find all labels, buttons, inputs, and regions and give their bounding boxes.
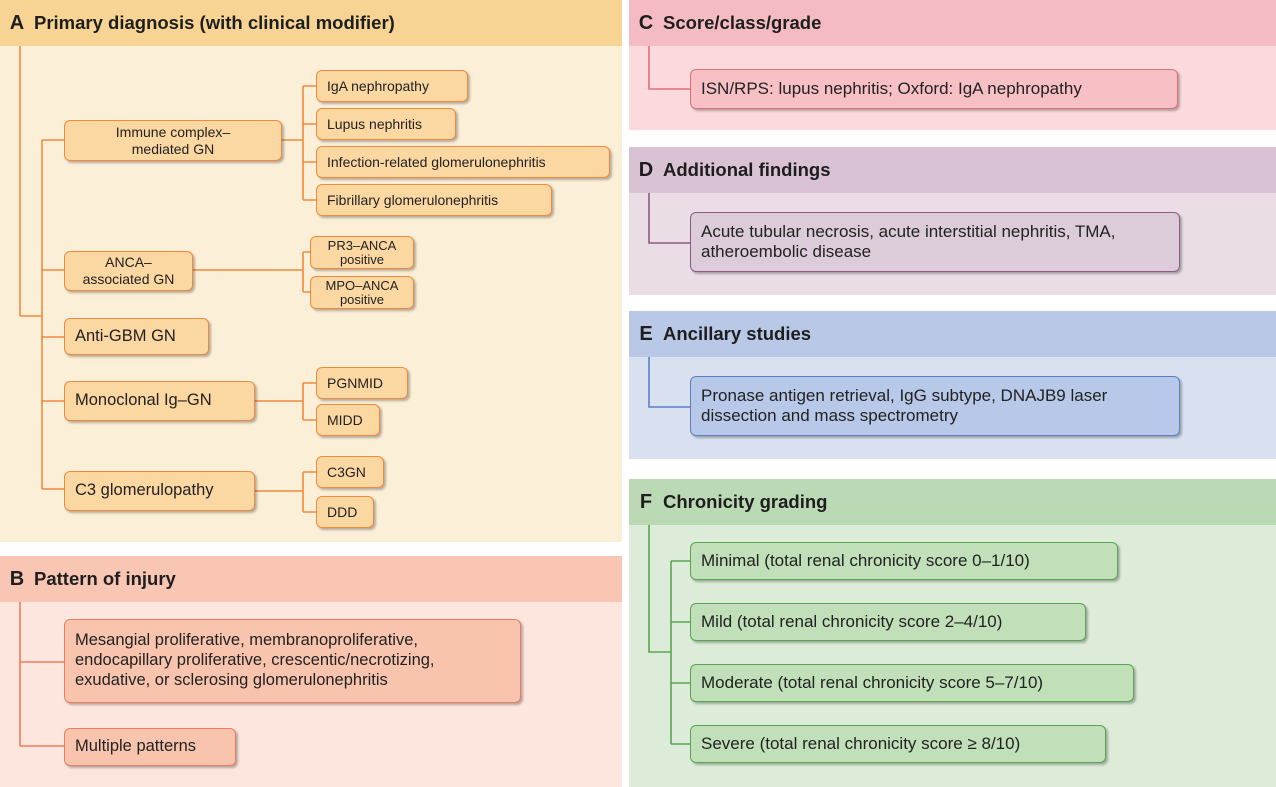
chronicity-moderate-label: Moderate (total renal chronicity score 5… — [701, 672, 1044, 692]
panel-b-letter: B — [9, 567, 25, 590]
chronicity-severe-box: Severe (total renal chronicity score ≥ 8… — [690, 725, 1106, 763]
midd-label: MIDD — [327, 411, 363, 428]
panel-e-title: Ancillary studies — [663, 323, 812, 344]
panel-c-header: C Score/class/grade — [629, 0, 1276, 46]
fibrillary-gn-box: Fibrillary glomerulonephritis — [316, 184, 552, 216]
panel-e-letter: E — [639, 322, 653, 345]
panel-additional-findings: D Additional findings Acute tubular necr… — [629, 147, 1276, 295]
multiple-patterns-box: Multiple patterns — [64, 728, 236, 766]
panel-f-letter: F — [639, 490, 653, 513]
panel-d-header: D Additional findings — [629, 147, 1276, 193]
monoclonal-ig-gn-box: Monoclonal Ig–GN — [64, 381, 255, 421]
chronicity-moderate-box: Moderate (total renal chronicity score 5… — [690, 664, 1134, 702]
multiple-patterns-label: Multiple patterns — [75, 737, 197, 756]
panel-a-header: A Primary diagnosis (with clinical modif… — [0, 0, 622, 46]
chronicity-mild-label: Mild (total renal chronicity score 2–4/1… — [701, 611, 1003, 631]
c3-glomerulopathy-label: C3 glomerulopathy — [75, 481, 214, 500]
panel-d-letter: D — [638, 158, 654, 181]
panel-ancillary-studies: E Ancillary studies Pronase antigen retr… — [629, 311, 1276, 459]
injury-pattern-box: Mesangial proliferative, membranoprolife… — [64, 619, 521, 703]
anti-gbm-gn-box: Anti-GBM GN — [64, 318, 209, 355]
chronicity-minimal-box: Minimal (total renal chronicity score 0–… — [690, 542, 1118, 580]
midd-box: MIDD — [316, 404, 380, 436]
c3gn-label: C3GN — [327, 463, 366, 480]
pr3-anca-label: PR3–ANCA positive — [327, 237, 397, 267]
panel-b-header: B Pattern of injury — [0, 556, 622, 602]
fibrillary-gn-label: Fibrillary glomerulonephritis — [327, 191, 499, 208]
panel-a-title: Primary diagnosis (with clinical modifie… — [34, 12, 395, 33]
additional-findings-label: Acute tubular necrosis, acute interstiti… — [701, 221, 1116, 261]
c3-glomerulopathy-box: C3 glomerulopathy — [64, 471, 255, 511]
ancillary-studies-label: Pronase antigen retrieval, IgG subtype, … — [701, 385, 1108, 425]
panel-e-header: E Ancillary studies — [629, 311, 1276, 357]
panel-c-letter: C — [638, 11, 654, 34]
infection-related-gn-box: Infection-related glomerulonephritis — [316, 146, 610, 178]
mpo-anca-box: MPO–ANCA positive — [310, 276, 414, 309]
pgnmid-label: PGNMID — [327, 374, 383, 391]
monoclonal-ig-gn-label: Monoclonal Ig–GN — [75, 391, 212, 410]
pr3-anca-box: PR3–ANCA positive — [310, 236, 414, 269]
c3gn-box: C3GN — [316, 456, 384, 488]
lupus-nephritis-label: Lupus nephritis — [327, 115, 422, 132]
score-class-label: ISN/RPS: lupus nephritis; Oxford: IgA ne… — [701, 78, 1082, 98]
anca-gn-box: ANCA– associated GN — [64, 251, 193, 291]
panel-f-header: F Chronicity grading — [629, 479, 1276, 525]
panel-a-letter: A — [9, 11, 25, 34]
panel-f-title: Chronicity grading — [663, 491, 828, 512]
pgnmid-box: PGNMID — [316, 367, 408, 399]
panel-d-title: Additional findings — [663, 159, 831, 180]
iga-nephropathy-box: IgA nephropathy — [316, 70, 468, 102]
panel-chronicity-grading: F Chronicity grading Minimal (total rena… — [629, 479, 1276, 787]
immune-complex-gn-label: Immune complex–mediated GN — [115, 123, 231, 157]
anca-gn-label: ANCA– associated GN — [82, 254, 175, 287]
chronicity-minimal-label: Minimal (total renal chronicity score 0–… — [701, 550, 1030, 570]
iga-nephropathy-label: IgA nephropathy — [327, 77, 429, 94]
mpo-anca-label: MPO–ANCA positive — [325, 277, 399, 307]
anti-gbm-gn-label: Anti-GBM GN — [75, 326, 176, 345]
immune-complex-gn-box: Immune complex–mediated GN — [64, 120, 282, 161]
ancillary-studies-box: Pronase antigen retrieval, IgG subtype, … — [690, 376, 1180, 436]
ddd-box: DDD — [316, 496, 374, 528]
chronicity-severe-label: Severe (total renal chronicity score ≥ 8… — [701, 733, 1021, 753]
panel-b-title: Pattern of injury — [34, 568, 176, 589]
lupus-nephritis-box: Lupus nephritis — [316, 108, 456, 140]
panel-primary-diagnosis: A Primary diagnosis (with clinical modif… — [0, 0, 622, 542]
infection-related-gn-label: Infection-related glomerulonephritis — [327, 153, 546, 170]
panel-c-title: Score/class/grade — [663, 12, 822, 33]
injury-pattern-label: Mesangial proliferative, membranoprolife… — [75, 631, 435, 689]
additional-findings-box: Acute tubular necrosis, acute interstiti… — [690, 212, 1180, 272]
panel-pattern-of-injury: B Pattern of injury Mesangial proliferat… — [0, 556, 622, 787]
panel-score-class-grade: C Score/class/grade ISN/RPS: lupus nephr… — [629, 0, 1276, 130]
score-class-box: ISN/RPS: lupus nephritis; Oxford: IgA ne… — [690, 69, 1178, 109]
chronicity-mild-box: Mild (total renal chronicity score 2–4/1… — [690, 603, 1086, 641]
ddd-label: DDD — [327, 503, 358, 520]
